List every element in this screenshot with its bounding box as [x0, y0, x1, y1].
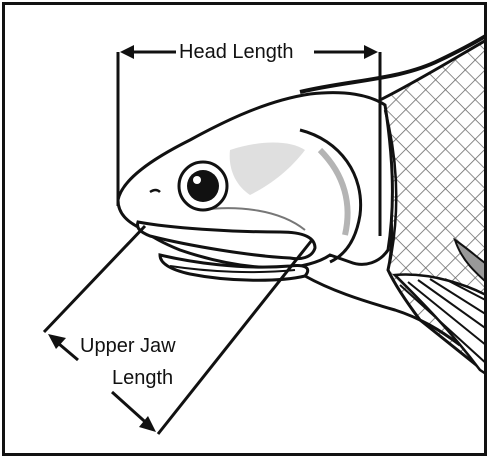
upper-jaw-length-label: Length [112, 366, 173, 390]
head-length-label: Head Length [177, 40, 296, 64]
arrow-right-icon [364, 45, 378, 59]
upper-jaw-label: Upper Jaw [80, 334, 176, 358]
fish-illustration-icon [118, 30, 493, 380]
arrow-left-icon [120, 45, 134, 59]
pectoral-fin [395, 275, 493, 380]
